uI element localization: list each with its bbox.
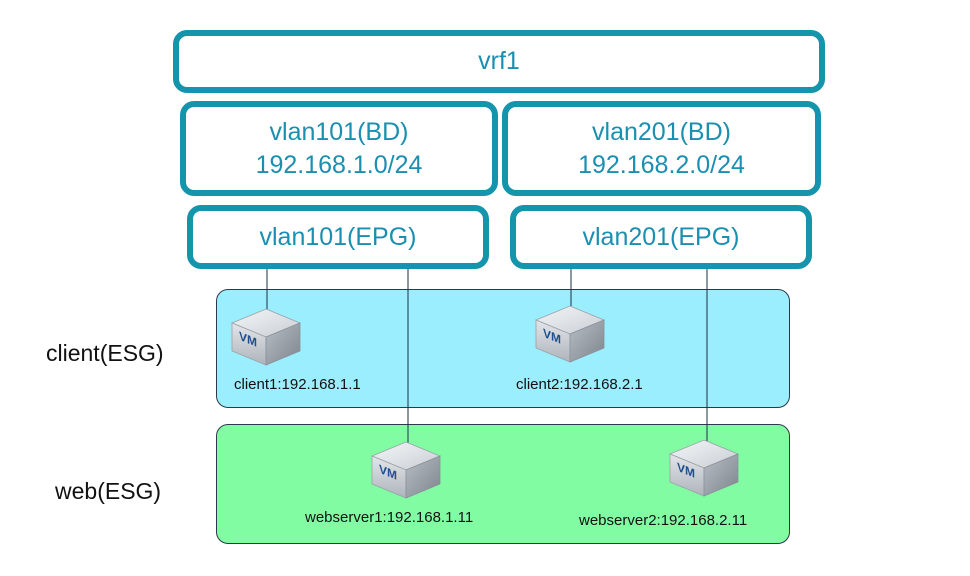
vm-label-webserver2: webserver2:192.168.2.11 xyxy=(579,512,748,529)
epg-label: vlan101(EPG) xyxy=(259,222,417,251)
vm-icon: VM xyxy=(668,439,740,497)
epg-label: vlan201(EPG) xyxy=(582,222,740,251)
client-esg-label: client(ESG) xyxy=(46,340,164,366)
epg-box-vlan201: vlan201(EPG) xyxy=(510,205,812,269)
vm-icon: VM xyxy=(534,305,606,363)
vm-label-webserver1: webserver1:192.168.1.11 xyxy=(305,509,474,526)
vm-icon: VM xyxy=(370,441,442,499)
epg-box-vlan101: vlan101(EPG) xyxy=(187,205,489,269)
web-esg-label: web(ESG) xyxy=(55,478,162,504)
bd-subnet: 192.168.2.0/24 xyxy=(578,150,745,179)
vm-icon: VM xyxy=(230,308,302,366)
bd-subnet: 192.168.1.0/24 xyxy=(255,150,423,179)
client-esg-zone xyxy=(216,289,790,408)
bd-box-vlan101: vlan101(BD) 192.168.1.0/24 xyxy=(180,101,498,196)
vrf-box: vrf1 xyxy=(173,30,825,93)
bd-label: vlan101(BD) xyxy=(269,118,409,146)
bd-label: vlan201(BD) xyxy=(592,118,731,146)
vrf-label: vrf1 xyxy=(478,47,520,76)
bd-box-vlan201: vlan201(BD) 192.168.2.0/24 xyxy=(502,101,821,196)
vm-label-client2: client2:192.168.2.1 xyxy=(516,376,643,393)
vm-label-client1: client1:192.168.1.1 xyxy=(234,376,361,393)
